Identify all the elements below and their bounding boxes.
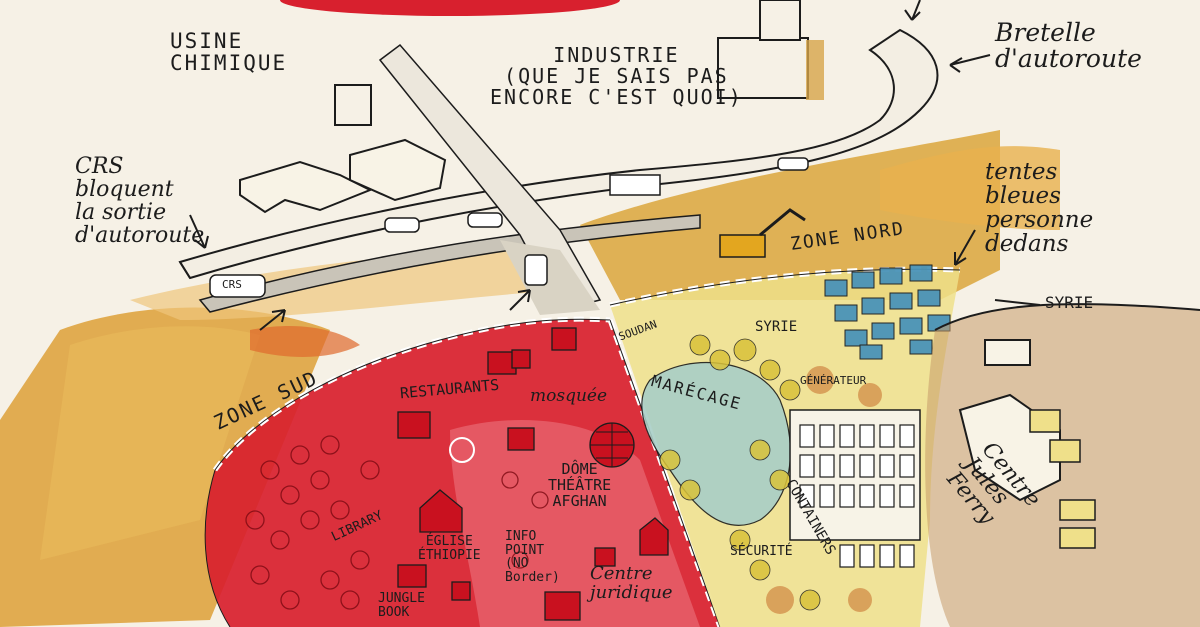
camp-shelters: [397, 327, 669, 621]
blue-tents: [824, 264, 951, 360]
syrie-label: SYRIE: [755, 319, 798, 335]
crs-label: CRS bloquent la sortie d'autoroute: [75, 154, 205, 249]
marecage: [641, 361, 791, 526]
access-road: [378, 43, 602, 311]
crs-van-label: CRS: [222, 278, 242, 291]
top-red-blot: [280, 0, 620, 16]
eglise-label: ÉGLISE ÉTHIOPIE: [418, 534, 481, 563]
highway: [178, 28, 939, 280]
excavator: [719, 234, 766, 258]
bretelle-label: Bretelle d'autoroute: [995, 18, 1142, 74]
crs-van: [209, 274, 266, 298]
centre-juridique-label: Centre juridique: [590, 563, 673, 603]
dome-label: DÔME THÉÂTRE AFGHAN: [548, 460, 612, 510]
usine-label: USINE CHIMIQUE: [170, 29, 288, 76]
jungle-book-label: JUNGLE BOOK: [378, 591, 425, 620]
industrie-label: INDUSTRIE (QUE JE SAIS PAS ENCORE C'EST …: [490, 43, 743, 109]
info-point-label: INFO POINT (NO Border): [505, 529, 560, 585]
syrie-edge-label: SYRIE: [1045, 293, 1094, 312]
mosquee-label: mosquée: [530, 386, 608, 406]
generateur-label: GÉNÉRATEUR: [800, 374, 867, 387]
jules-ferry-area: [925, 304, 1200, 627]
tentes-label: tentes bleues personne dedans: [985, 159, 1094, 258]
securite-label: SÉCURITÉ: [730, 544, 793, 559]
